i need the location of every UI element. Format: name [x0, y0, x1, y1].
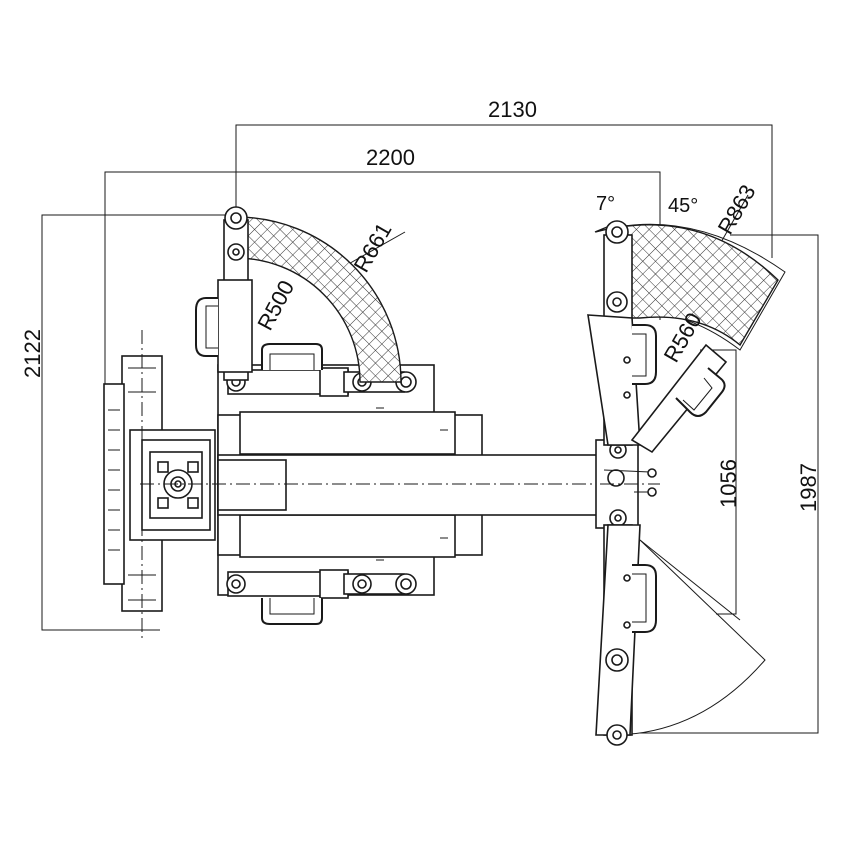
radius-r661: R661: [349, 218, 397, 276]
dim-2200: 2200: [366, 145, 415, 170]
dim-2122: 2122: [20, 329, 45, 378]
angle-7: 7°: [596, 193, 615, 215]
base-mount: [103, 330, 216, 640]
radius-r863: R863: [713, 180, 761, 238]
dim-1987: 1987: [796, 463, 821, 512]
main-body: [140, 343, 601, 625]
radius-r500: R500: [252, 276, 299, 334]
left-arm: [195, 206, 402, 383]
angle-45: 45°: [668, 195, 698, 217]
dim-2130: 2130: [488, 97, 537, 122]
dim-1056: 1056: [716, 459, 741, 508]
right-head: [587, 220, 786, 746]
